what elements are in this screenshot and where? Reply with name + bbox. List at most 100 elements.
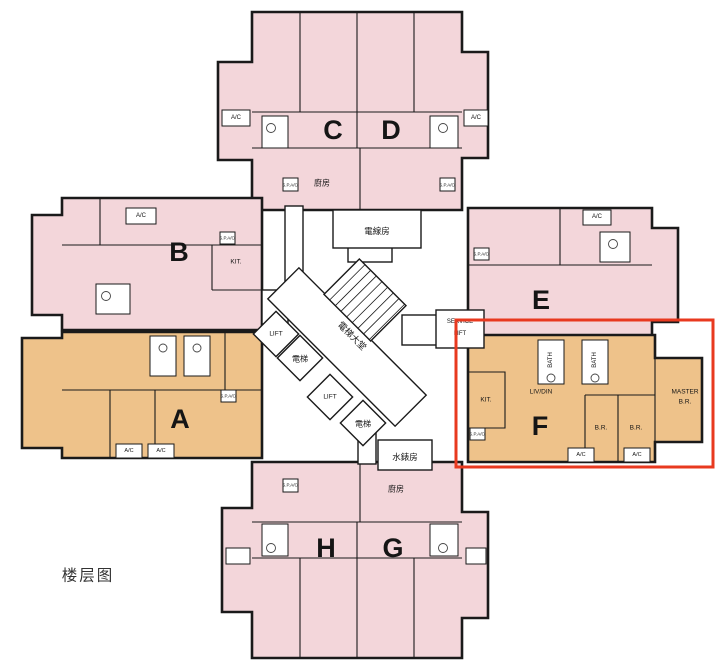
lift-label: LIFT (269, 331, 282, 338)
unit-e-label: E (532, 285, 550, 315)
lift-box (276, 334, 324, 382)
master-br-label-line2: B.R. (679, 399, 692, 406)
electrical-room-box (332, 209, 422, 249)
ac-box (147, 443, 175, 459)
wing-b-inner-walls (62, 198, 262, 291)
staircase (322, 257, 408, 343)
kitchen-label: 廚房 (314, 178, 330, 188)
ac-box (623, 447, 651, 463)
liv-din-label: LIV/DIN (530, 389, 553, 396)
lift-box (339, 399, 387, 447)
stair-outline (322, 257, 408, 343)
sp-ac-box (282, 177, 299, 192)
wing-hg: S.P.A/C 廚房 H G (220, 460, 490, 660)
sp-ac-label: S.P.A/C (469, 432, 485, 437)
sp-ac-box (469, 427, 486, 441)
water-meter-room-label: 水錶房 (392, 452, 418, 462)
ac-box (465, 547, 487, 565)
ac-label: A/C (231, 115, 242, 121)
bathroom-h (261, 523, 289, 557)
core-corridor (401, 314, 439, 346)
ac-label: A/C (576, 452, 585, 458)
page-title: 楼层图 (62, 567, 115, 585)
bath-room-f (537, 339, 565, 385)
fixture-circle (590, 373, 600, 383)
unit-b-label: B (169, 237, 189, 267)
ac-box (567, 447, 595, 463)
lift-box (252, 310, 300, 358)
service-lift-label-line2: LIFT (454, 331, 467, 337)
bathroom-c (261, 115, 289, 149)
ac-label: A/C (136, 213, 147, 219)
service-lift-label-line1: SERVICE (447, 319, 473, 325)
wing-a: S.P.A/C A/C A/C A (20, 330, 264, 460)
ac-label: A/C (471, 115, 482, 121)
sp-ac-box (473, 247, 490, 261)
sp-ac-box (282, 478, 299, 493)
wing-hg-inner-walls (252, 462, 462, 658)
ac-box (115, 443, 143, 459)
bathroom-a (149, 335, 177, 377)
wing-cd-inner-walls (252, 12, 462, 210)
wing-f-inner-walls (468, 358, 656, 462)
ac-label: A/C (592, 214, 603, 220)
sp-ac-label: S.P.A/C (439, 183, 455, 188)
ac-box (582, 209, 612, 226)
wing-e-outline (466, 206, 680, 347)
fixture-circle (438, 543, 448, 553)
unit-h-label: H (316, 533, 336, 563)
unit-f-highlight-box (454, 318, 715, 469)
wing-a-inner-walls (62, 332, 262, 458)
sp-ac-box (439, 177, 456, 192)
bath-label: BATH (592, 352, 598, 368)
ac-box (221, 109, 251, 127)
lift-label: LIFT (323, 394, 336, 401)
fixture-circle (266, 123, 276, 133)
wing-b: A/C S.P.A/C KIT. B (30, 196, 264, 332)
fixture-circle (546, 373, 556, 383)
sp-ac-label: S.P.A/C (282, 483, 298, 488)
br-label: B.R. (630, 425, 643, 432)
fixture-circle (438, 123, 448, 133)
br-label: B.R. (595, 425, 608, 432)
kit-label: KIT. (480, 397, 491, 404)
wing-e: A/C S.P.A/C E (466, 206, 680, 347)
fixture-circle (608, 239, 618, 249)
ac-box (125, 207, 157, 225)
electrical-room-label: 電線房 (364, 226, 390, 236)
service-lift-box (435, 309, 485, 349)
fixture-circle (192, 343, 202, 353)
wing-b-outline (30, 196, 264, 332)
fixture-circle (158, 343, 168, 353)
ac-box (225, 547, 251, 565)
fixture-circle (101, 291, 111, 301)
stair-treads (329, 264, 405, 340)
ac-box (463, 109, 489, 127)
ac-label: A/C (124, 448, 133, 454)
sp-ac-label: S.P.A/C (219, 236, 235, 241)
ac-label: A/C (632, 452, 641, 458)
wing-cd-outline (216, 10, 490, 212)
kit-label: KIT. (230, 259, 241, 266)
unit-c-label: C (323, 115, 343, 145)
kitchen-label: 廚房 (388, 484, 404, 494)
lift-label-cn: 電梯 (355, 419, 371, 429)
sp-ac-box (220, 389, 237, 403)
wing-f: BATH BATH KIT. LIV/DIN B.R. B.R. MASTER … (466, 333, 704, 464)
unit-g-label: G (382, 533, 403, 563)
sp-ac-label: S.P.A/C (282, 183, 298, 188)
sp-ac-label: S.P.A/C (473, 252, 489, 257)
sp-ac-label: S.P.A/C (220, 394, 236, 399)
sp-ac-box (219, 231, 236, 245)
lift-label-cn: 電梯 (292, 354, 308, 364)
ac-label: A/C (156, 448, 165, 454)
wing-cd: A/C A/C S.P.A/C S.P.A/C 廚房 C D (216, 10, 490, 212)
wing-e-inner-walls (468, 208, 652, 266)
bathroom-b (95, 283, 131, 315)
lift-box (306, 373, 354, 421)
unit-d-label: D (381, 115, 401, 145)
unit-f-label: F (532, 411, 549, 441)
bath-label: BATH (548, 352, 554, 368)
